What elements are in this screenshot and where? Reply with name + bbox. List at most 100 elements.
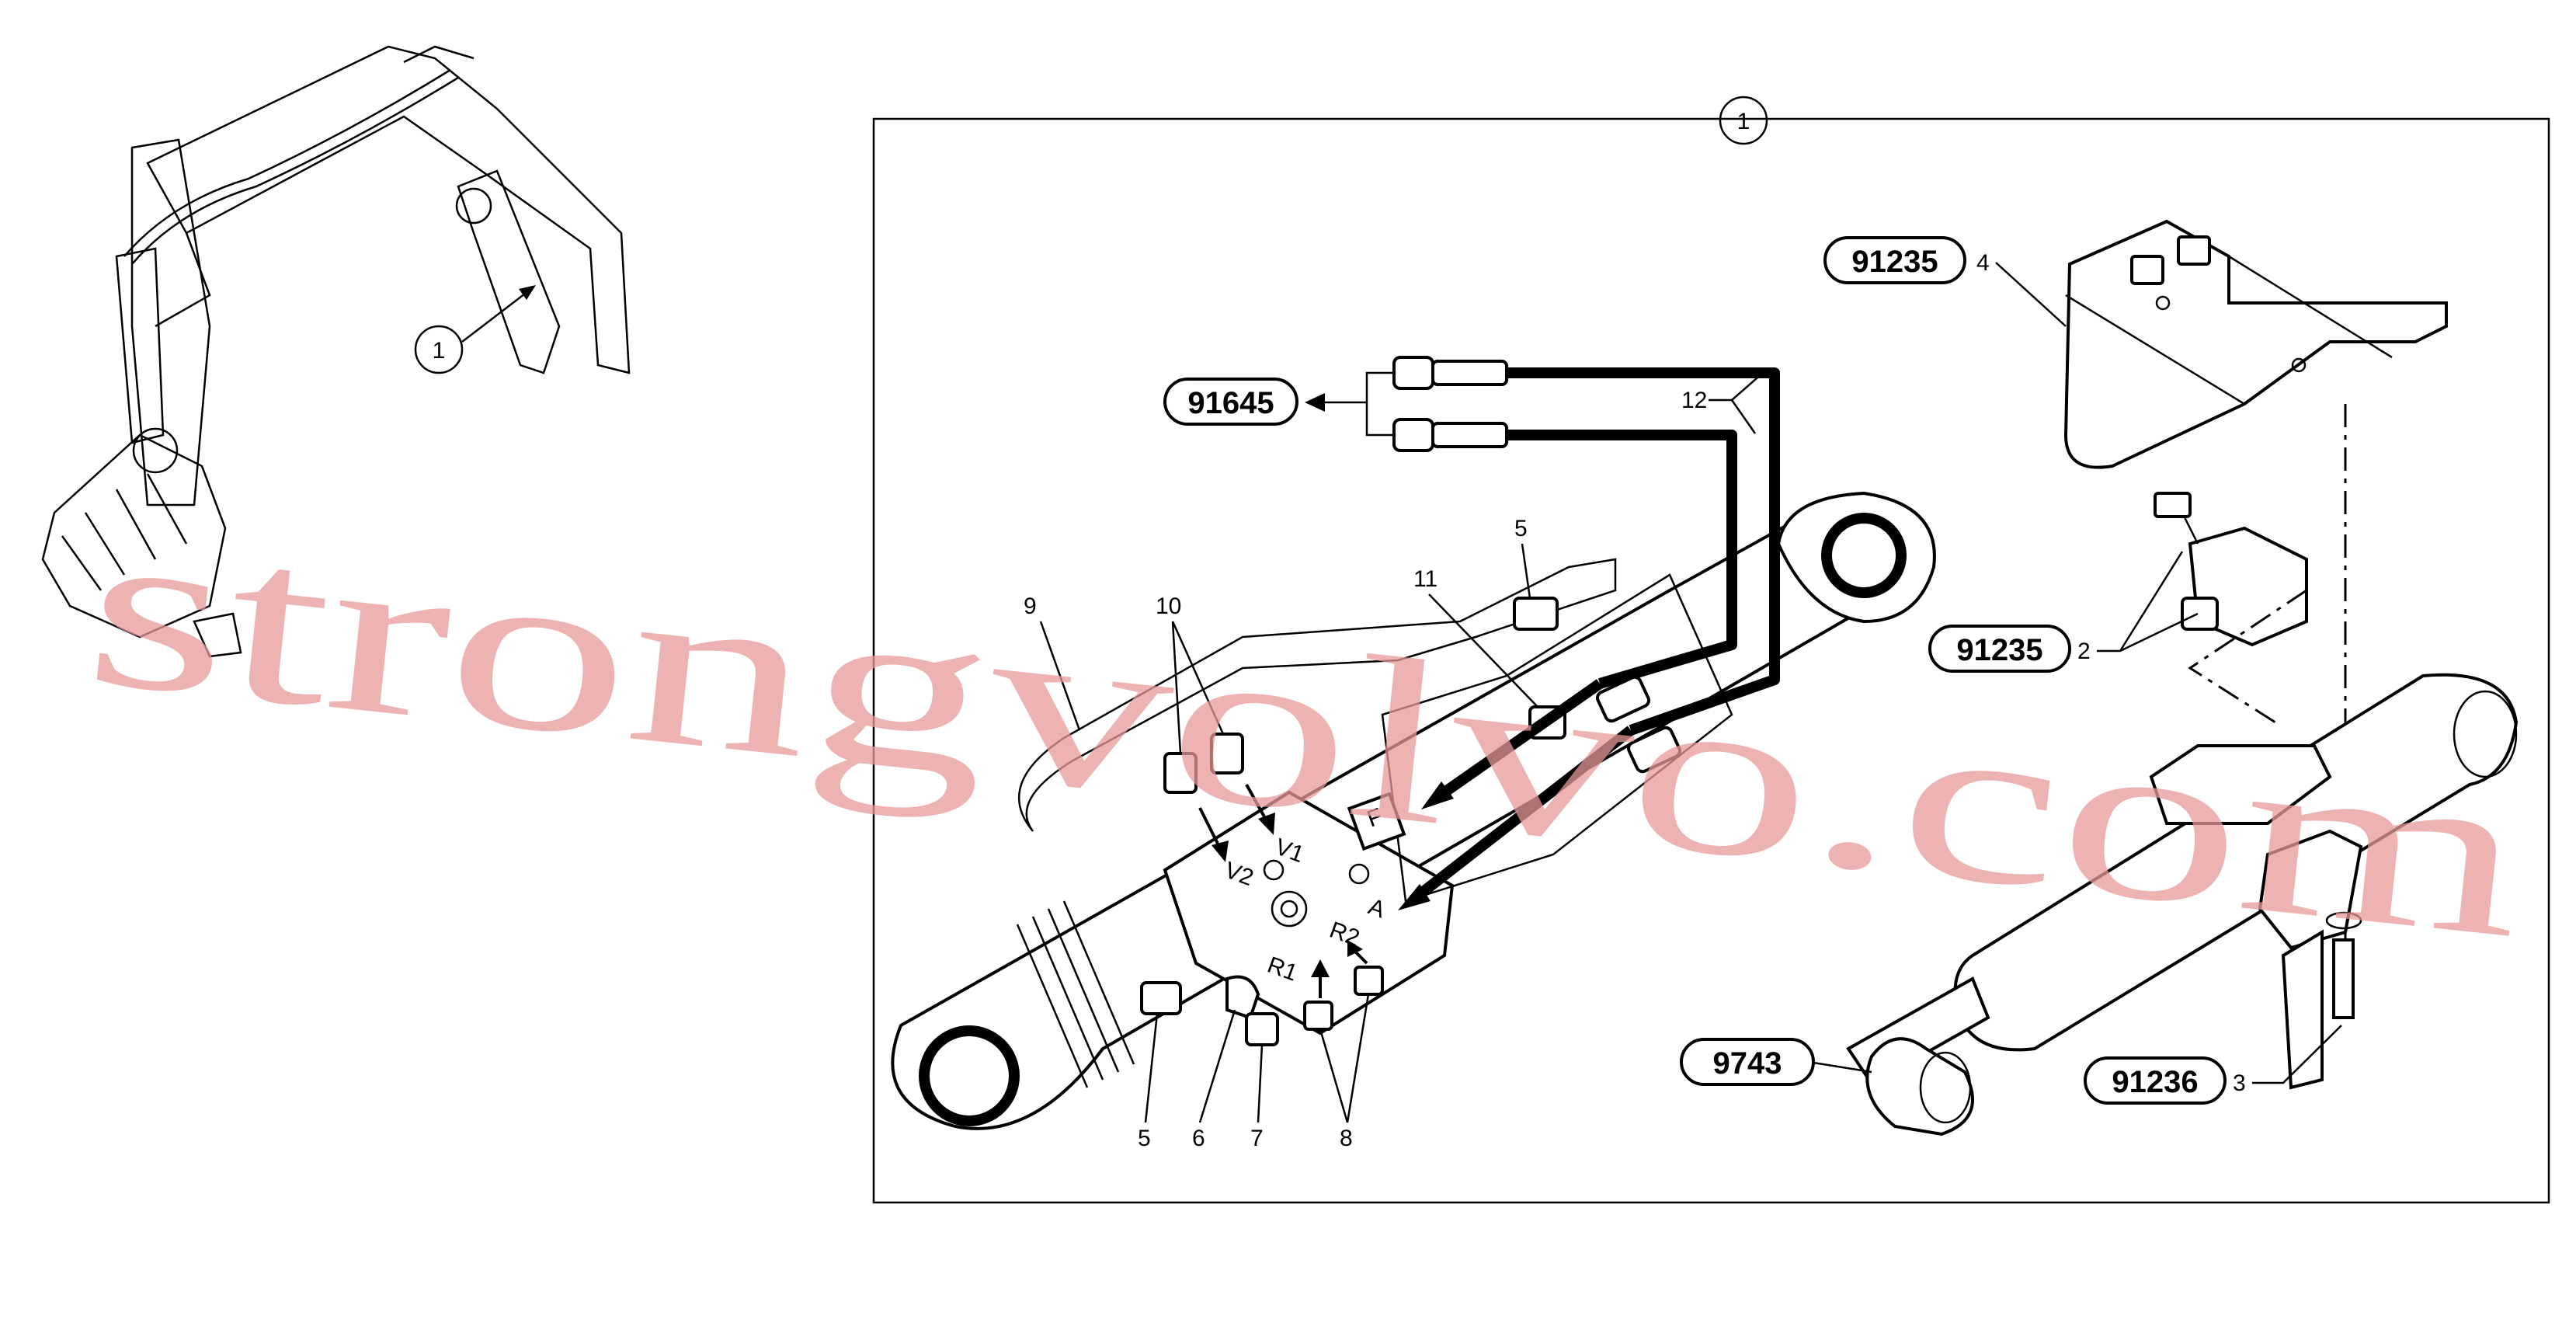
item-12-label: 12 <box>1681 388 1707 413</box>
callout-91645-arrow <box>1305 393 1325 412</box>
boom-cylinder <box>457 169 561 374</box>
item-4-label: 4 <box>1976 250 1990 276</box>
hose-end-cyl-top <box>1595 675 1651 723</box>
secondary-end-cap <box>2453 690 2518 778</box>
alignment-line-valve <box>2188 589 2307 724</box>
item-10-leader <box>1171 621 1225 754</box>
detail-callout-circle <box>1719 96 1768 145</box>
boom-outline <box>146 45 631 374</box>
secondary-clamp-leg <box>2281 929 2324 1090</box>
hose-12-inner <box>1507 430 1737 689</box>
rod-eye <box>1776 491 1936 624</box>
item-11-leader <box>1428 593 1538 708</box>
item-11-label: 11 <box>1413 566 1437 592</box>
cylinder-rib-2 <box>1031 916 1104 1081</box>
callout-bracket-text: 91235 <box>1851 245 1938 279</box>
detail-callout-number: 1 <box>1737 109 1750 134</box>
cylinder-rib-1 <box>1016 924 1089 1088</box>
hose-end-bottom-nut <box>1392 418 1434 452</box>
valve-assembly: 91235 2 <box>1928 492 2308 673</box>
item-6-label: 6 <box>1192 1126 1205 1151</box>
hose-end-bottom-sleeve <box>1431 422 1508 448</box>
arrow-8b <box>1354 950 1368 965</box>
bolt-shaft <box>2332 938 2355 1019</box>
machine-callout-leader <box>461 291 529 343</box>
hoses-12 <box>1392 356 1780 910</box>
elbow-6 <box>1225 975 1260 1020</box>
detail-frame <box>872 117 2550 1204</box>
arrowhead-8b <box>1347 940 1363 957</box>
secondary-clamp-bottom <box>2258 829 2363 950</box>
boom-joint <box>155 232 211 328</box>
arm-outline <box>130 138 211 506</box>
hose-12-to-a <box>1417 726 1635 898</box>
callout-91645: 91645 <box>1163 371 1394 437</box>
item-7-label: 7 <box>1250 1126 1264 1151</box>
valve-center-port-inner <box>1280 900 1298 918</box>
secondary-cylinder <box>1846 673 2519 1136</box>
callout-91236: 91236 3 <box>2084 1025 2342 1105</box>
callout-9743-text: 9743 <box>1713 1046 1782 1081</box>
valve-bolt-head <box>2154 492 2192 518</box>
line-9-pipe <box>1017 558 1617 832</box>
arm-cylinder <box>115 247 165 444</box>
callout-valve-text: 91235 <box>1956 633 2042 667</box>
cylinder-pin <box>455 187 492 224</box>
item-3-leader <box>2252 1025 2342 1084</box>
arrowhead-10b <box>1258 813 1275 835</box>
arrow-10a <box>1198 807 1221 847</box>
item-2-leader <box>2097 551 2199 653</box>
hose-end-cyl-bottom <box>1626 726 1682 774</box>
item-4-leader <box>1995 262 2067 327</box>
f-port-box <box>1347 792 1406 851</box>
item-9-leader <box>1039 621 1081 731</box>
bracket-hole-1 <box>2155 295 2171 311</box>
bucket-ribs <box>61 473 188 591</box>
hose-end-top-sleeve <box>1431 360 1508 386</box>
item-6-leader <box>1198 1009 1236 1123</box>
secondary-clamp-top <box>2149 744 2332 825</box>
callout-9743-pill <box>1680 1038 1815 1086</box>
machine-callout-number: 1 <box>433 338 446 364</box>
arrow-10b <box>1245 784 1267 820</box>
bucket-tooth <box>193 612 242 658</box>
fitting-8b <box>1354 966 1384 996</box>
machine-callout-arrow <box>519 285 536 300</box>
bushing-face <box>1919 1051 1972 1124</box>
cylinder-rib-3 <box>1047 908 1120 1073</box>
item-8-label: 8 <box>1340 1126 1353 1151</box>
machine-callout-circle <box>414 325 464 374</box>
cylinder-eye-left <box>919 1025 1020 1126</box>
bucket-pivot <box>132 427 179 474</box>
plug-7 <box>1245 1012 1279 1046</box>
bracket-bolt-2 <box>2177 235 2211 266</box>
bracket-assembly: 91235 4 <box>1823 219 2448 469</box>
hose-end-top-nut <box>1392 356 1434 390</box>
callout-91236-pill <box>2084 1056 2227 1105</box>
callout-91236-text: 91236 <box>2112 1065 2198 1099</box>
boom-hose <box>123 68 451 257</box>
hose-12-outer <box>1507 367 1780 736</box>
excavator-boom-illustration: 1 <box>41 45 631 658</box>
fitting-5-bottom <box>1140 981 1182 1015</box>
port-v1-hole <box>1263 859 1285 881</box>
item-7-leader <box>1257 1044 1264 1123</box>
callout-91645-text: 91645 <box>1187 386 1274 420</box>
port-a-hole <box>1348 863 1370 885</box>
valve-port-fitting <box>2181 597 2219 631</box>
item-5-top-label: 5 <box>1514 516 1528 541</box>
callout-valve-pill <box>1928 625 2071 673</box>
elbow-fitting-10b <box>1210 733 1244 774</box>
callout-9743: 9743 <box>1680 1038 1872 1086</box>
fitting-5-top <box>1513 597 1559 631</box>
boom-top-edge <box>403 45 475 64</box>
item-5-bottom-leader <box>1144 1013 1159 1123</box>
item-9-label: 9 <box>1024 593 1037 619</box>
hose-arrowhead-f <box>1421 781 1454 809</box>
bracket-bolt-1 <box>2130 255 2164 285</box>
hose-arrowhead-a <box>1398 884 1431 910</box>
callout-91645-pill <box>1163 378 1298 426</box>
item-12-leader <box>1709 372 1764 434</box>
bolt-washer <box>2325 911 2362 930</box>
